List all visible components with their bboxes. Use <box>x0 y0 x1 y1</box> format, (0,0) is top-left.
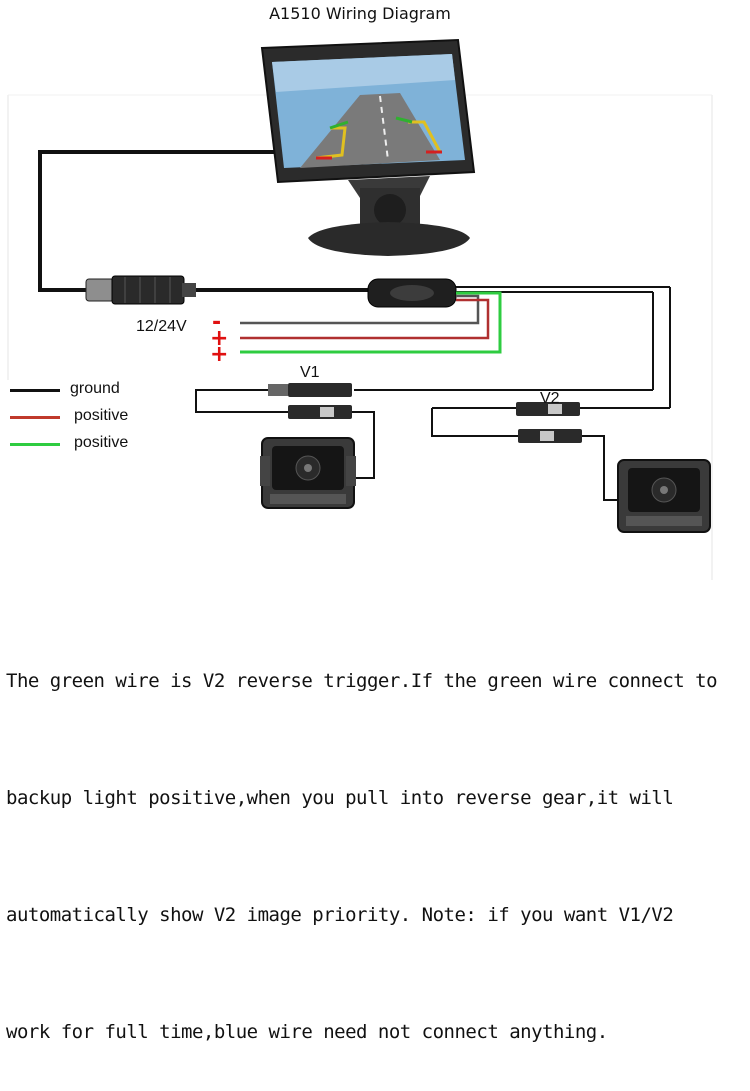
camera-label-v1: V1 <box>300 364 320 381</box>
legend-label: positive <box>74 407 129 424</box>
note-line: automatically show V2 image priority. No… <box>6 904 674 926</box>
legend-label: positive <box>74 434 129 451</box>
monitor-cable <box>38 150 278 292</box>
diagram-title: A1510 Wiring Diagram <box>269 4 451 23</box>
wiring-note: The green wire is V2 reverse trigger.If … <box>6 584 750 1091</box>
legend-swatch <box>10 443 60 446</box>
note-line: work for full time,blue wire need not co… <box>6 1021 608 1043</box>
note-line: backup light positive,when you pull into… <box>6 787 674 809</box>
wiring-diagram: A1510 Wiring Diagram <box>7 4 713 580</box>
power-sign-positive: + <box>210 326 229 351</box>
legend-item: ground <box>10 380 170 400</box>
note-line: The green wire is V2 reverse trigger.If … <box>6 670 718 692</box>
legend-swatch <box>10 389 60 392</box>
legend-label: ground <box>70 380 120 397</box>
legend-swatch <box>10 416 60 419</box>
connector-icon <box>85 275 196 305</box>
legend-item: positive <box>10 407 170 427</box>
control-box-icon <box>367 278 457 308</box>
camera-icon <box>617 459 711 533</box>
camera-icon <box>260 437 356 509</box>
power-sign-negative: - <box>212 310 222 335</box>
legend-item: positive <box>10 434 170 454</box>
diagram-canvas <box>7 38 713 580</box>
camera-label-v2: V2 <box>540 390 560 407</box>
monitor-icon <box>260 38 476 256</box>
power-sign-positive: + <box>210 342 229 367</box>
power-label: 12/24V <box>136 318 187 335</box>
